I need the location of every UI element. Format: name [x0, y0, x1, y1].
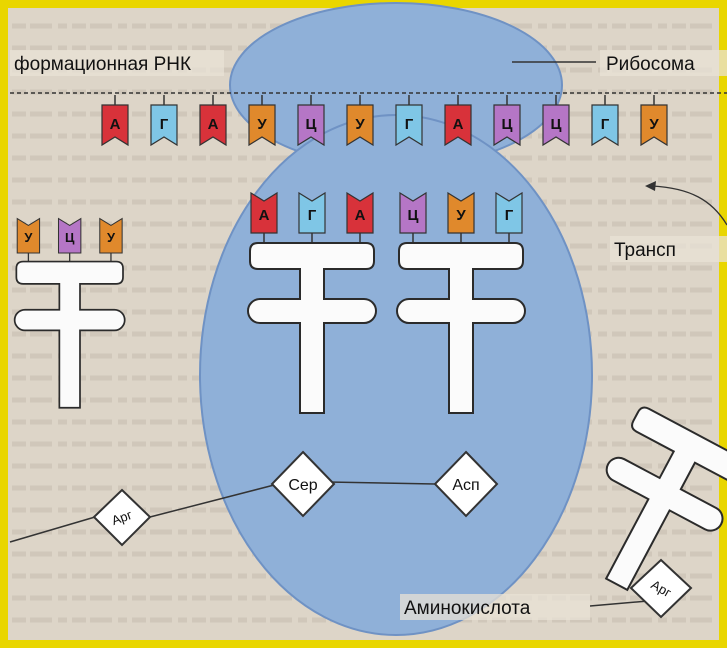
amino-acid-asp-label: Асп [452, 477, 479, 494]
nucleotide-letter: Г [505, 207, 514, 224]
ribosome-label: Рибосома [606, 54, 695, 75]
nucleotide-letter: У [649, 116, 659, 133]
trna-label: Трансп [614, 240, 676, 261]
nucleotide-letter: У [355, 116, 365, 133]
nucleotide-letter: У [456, 207, 466, 224]
nucleotide-letter: Ц [65, 230, 75, 245]
mrna-label: формационная РНК [14, 54, 191, 75]
nucleotide-letter: У [257, 116, 267, 133]
nucleotide-letter: Ц [408, 207, 419, 224]
nucleotide-letter: А [259, 207, 270, 224]
ribosome-large-subunit [200, 115, 592, 635]
nucleotide-letter: Ц [306, 116, 317, 133]
nucleotide-letter: Г [405, 116, 414, 133]
nucleotide-letter: А [208, 116, 219, 133]
nucleotide-letter: А [453, 116, 464, 133]
amino-acid-label: Аминокислота [404, 598, 531, 619]
amino-acid-cer-label: Сер [288, 477, 317, 494]
nucleotide-letter: Ц [551, 116, 562, 133]
nucleotide-letter: У [24, 230, 33, 245]
nucleotide-letter: Г [601, 116, 610, 133]
nucleotide-letter: Г [308, 207, 317, 224]
nucleotide-letter: А [110, 116, 121, 133]
nucleotide-letter: Ц [502, 116, 513, 133]
nucleotide-letter: Г [160, 116, 169, 133]
nucleotide-letter: А [355, 207, 366, 224]
nucleotide-letter: У [107, 230, 116, 245]
